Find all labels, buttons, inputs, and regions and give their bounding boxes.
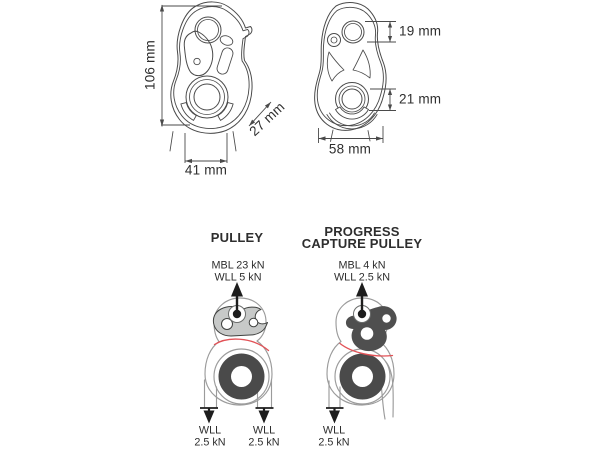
- back-bore-dimension-label: 21 mm: [399, 91, 442, 107]
- back-tophole-dimension-label: 19 mm: [399, 23, 442, 39]
- rope-tail: [385, 361, 394, 418]
- progress-left-rope-load: WLL 2.5 kN: [318, 424, 350, 448]
- progress-mode-ratings: MBL 4 kN WLL 2.5 kN: [334, 260, 390, 283]
- pulley-mode-ratings: MBL 23 kN WLL 5 kN: [211, 260, 264, 283]
- progress-mbl-label: MBL 4 kN: [338, 259, 386, 272]
- progress-capture-illustration: [326, 282, 397, 424]
- progress-mode-title: PROGRESS CAPTURE PULLEY: [301, 224, 423, 251]
- pulley-front-view-drawing: [169, 1, 253, 152]
- progress-title-line2: CAPTURE PULLEY: [301, 236, 423, 251]
- pulley-right-rope-load: WLL 2.5 kN: [248, 424, 280, 448]
- pulley-mode-illustration: [200, 282, 274, 424]
- front-view-dimension-lines: [159, 4, 272, 164]
- pulley-wll-label: WLL 5 kN: [214, 271, 262, 283]
- pulley-left-rope-load: WLL 2.5 kN: [194, 424, 226, 448]
- pulley-mode-title: PULLEY: [210, 230, 264, 245]
- cam-rivet: [193, 57, 201, 66]
- pulley-mbl-label: MBL 23 kN: [211, 259, 265, 272]
- front-width-dimension-label: 41 mm: [184, 162, 228, 178]
- load-arrow-down-left: [326, 407, 344, 424]
- back-view-dimension-lines: [318, 21, 396, 143]
- back-width-dimension-label: 58 mm: [328, 141, 372, 157]
- load-arrow-down-left: [200, 407, 218, 424]
- front-height-dimension-label: 106 mm: [142, 40, 158, 90]
- load-arrow-down-right: [255, 407, 274, 424]
- anchor-point: [357, 309, 367, 319]
- rope-path-line: [339, 342, 394, 357]
- progress-wll-label: WLL 2.5 kN: [333, 271, 391, 283]
- pulley-back-view-drawing: [314, 2, 387, 142]
- rope-path-line: [213, 338, 270, 352]
- progress-title-line1: PROGRESS: [324, 224, 400, 239]
- anchor-point: [232, 309, 242, 319]
